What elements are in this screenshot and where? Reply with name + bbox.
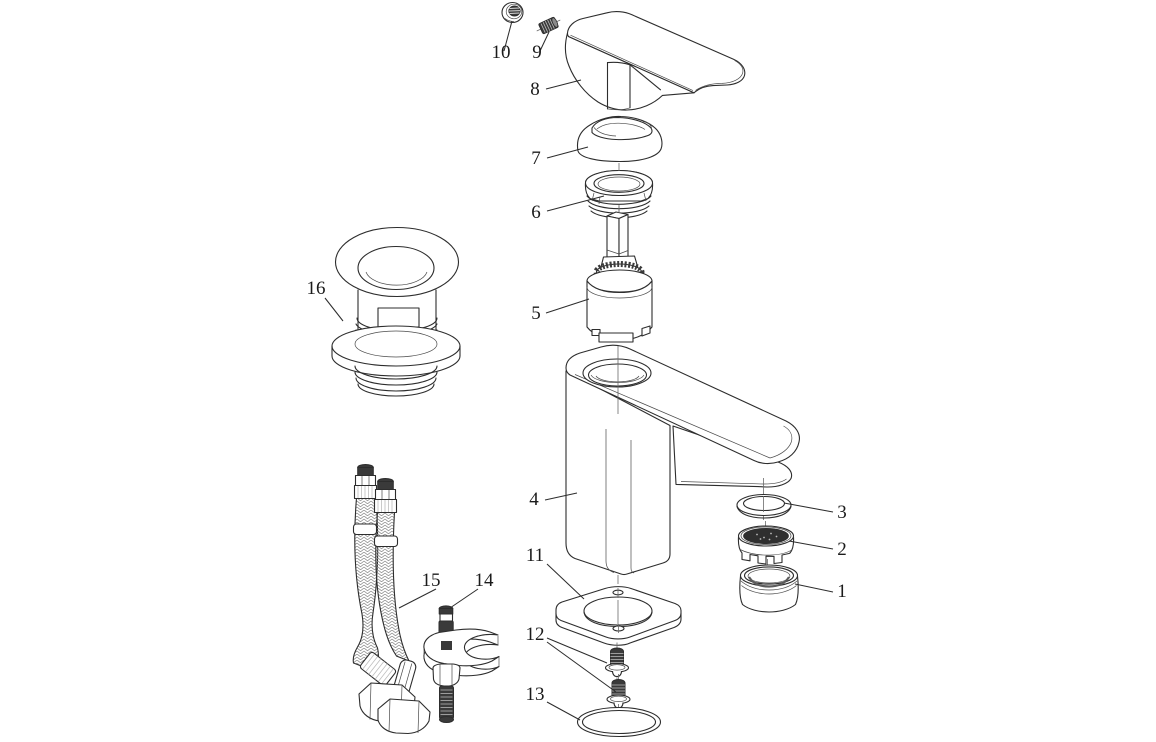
part-15-label: 15 [422, 570, 441, 591]
part-11-label: 11 [526, 545, 544, 566]
part-1-aerator-housing [739, 559, 799, 613]
part-13-label: 13 [526, 684, 545, 705]
part-11-base-plate [555, 575, 682, 646]
part-12-screws [604, 642, 631, 713]
part-3-washer [736, 478, 792, 520]
part-10-handle-plug [501, 1, 524, 24]
part-4-faucet-body [565, 344, 800, 576]
part-1-label: 1 [837, 581, 847, 602]
part-12-label: 12 [526, 624, 545, 645]
part-2-aerator-insert [737, 521, 795, 565]
part-14-label: 14 [475, 570, 495, 591]
part-5-label: 5 [531, 303, 541, 324]
part-5-cartridge [586, 205, 653, 343]
part-16-pop-up-waste [331, 226, 461, 397]
screw-2 [606, 674, 631, 713]
part-9-label: 9 [532, 42, 542, 63]
screw-1 [604, 642, 630, 682]
part-6-label: 6 [531, 202, 541, 223]
part-7-label: 7 [531, 148, 541, 169]
part-9-grub-screw [536, 16, 561, 35]
part-3-label: 3 [837, 502, 847, 523]
part-2-label: 2 [837, 539, 847, 560]
part-13-o-ring [576, 704, 662, 738]
part-8-label: 8 [530, 79, 540, 100]
part-labels: 1 2 3 4 5 6 7 8 9 10 11 12 13 14 15 16 [307, 42, 847, 705]
part-15-supply-hoses [352, 464, 431, 735]
part-7-dome-cap [576, 115, 663, 163]
part-10-label: 10 [492, 42, 511, 63]
part-8-handle-lever [564, 11, 746, 111]
leader-lines [324, 20, 834, 721]
part-14-fixing-stud [423, 605, 500, 723]
part-4-label: 4 [529, 489, 539, 510]
part-16-label: 16 [307, 278, 326, 299]
